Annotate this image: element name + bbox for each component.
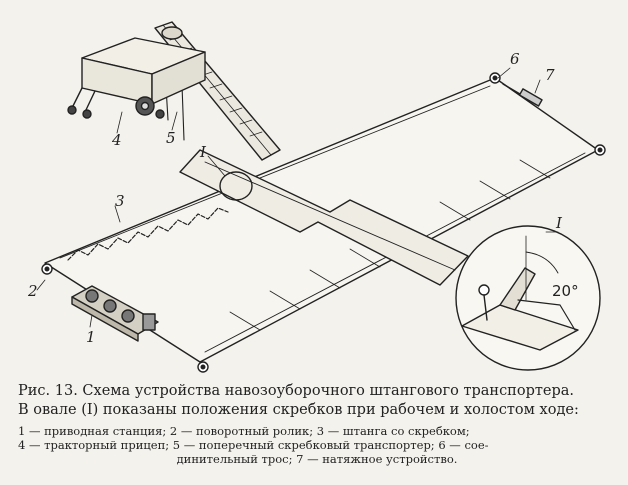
tension-device [502, 83, 543, 107]
detail-oval [219, 171, 253, 201]
conveyor-diagram: 2 1 3 4 5 I 6 7 I 20° [27, 21, 606, 373]
rod-with-scraper [67, 207, 229, 261]
label-oval-marker: I [199, 143, 207, 161]
label-inset-marker: I [555, 214, 563, 232]
figure-caption: Рис. 13. Схема устройства навозоуборочно… [18, 382, 616, 466]
drive-station [71, 285, 159, 342]
label-transverse-conveyor: 5 [166, 129, 176, 147]
caption-legend-line3: динительный трос; 7 — натяжное устройств… [176, 452, 458, 466]
leader-lines [36, 67, 559, 328]
caption-legend-line2: 4 — тракторный прицеп; 5 — поперечный ск… [18, 438, 489, 452]
turning-rollers [41, 72, 606, 373]
label-rod-scraper: 3 [115, 192, 125, 210]
caption-legend-line1: 1 — приводная станция; 2 — поворотный ро… [18, 424, 470, 438]
label-tension-device: 7 [545, 66, 555, 84]
label-tractor-trailer: 4 [111, 131, 122, 149]
caption-title-line1: Рис. 13. Схема устройства навозоуборочно… [18, 383, 574, 399]
caption-title-line2: В овале (I) показаны положения скребков … [18, 402, 579, 418]
label-drive-station: 1 [86, 328, 96, 346]
inset-detail [455, 225, 601, 371]
tractor-trailer [67, 37, 206, 119]
label-angle: 20° [552, 282, 579, 300]
label-connecting-rope: 6 [510, 50, 520, 68]
label-roller: 2 [27, 282, 38, 300]
